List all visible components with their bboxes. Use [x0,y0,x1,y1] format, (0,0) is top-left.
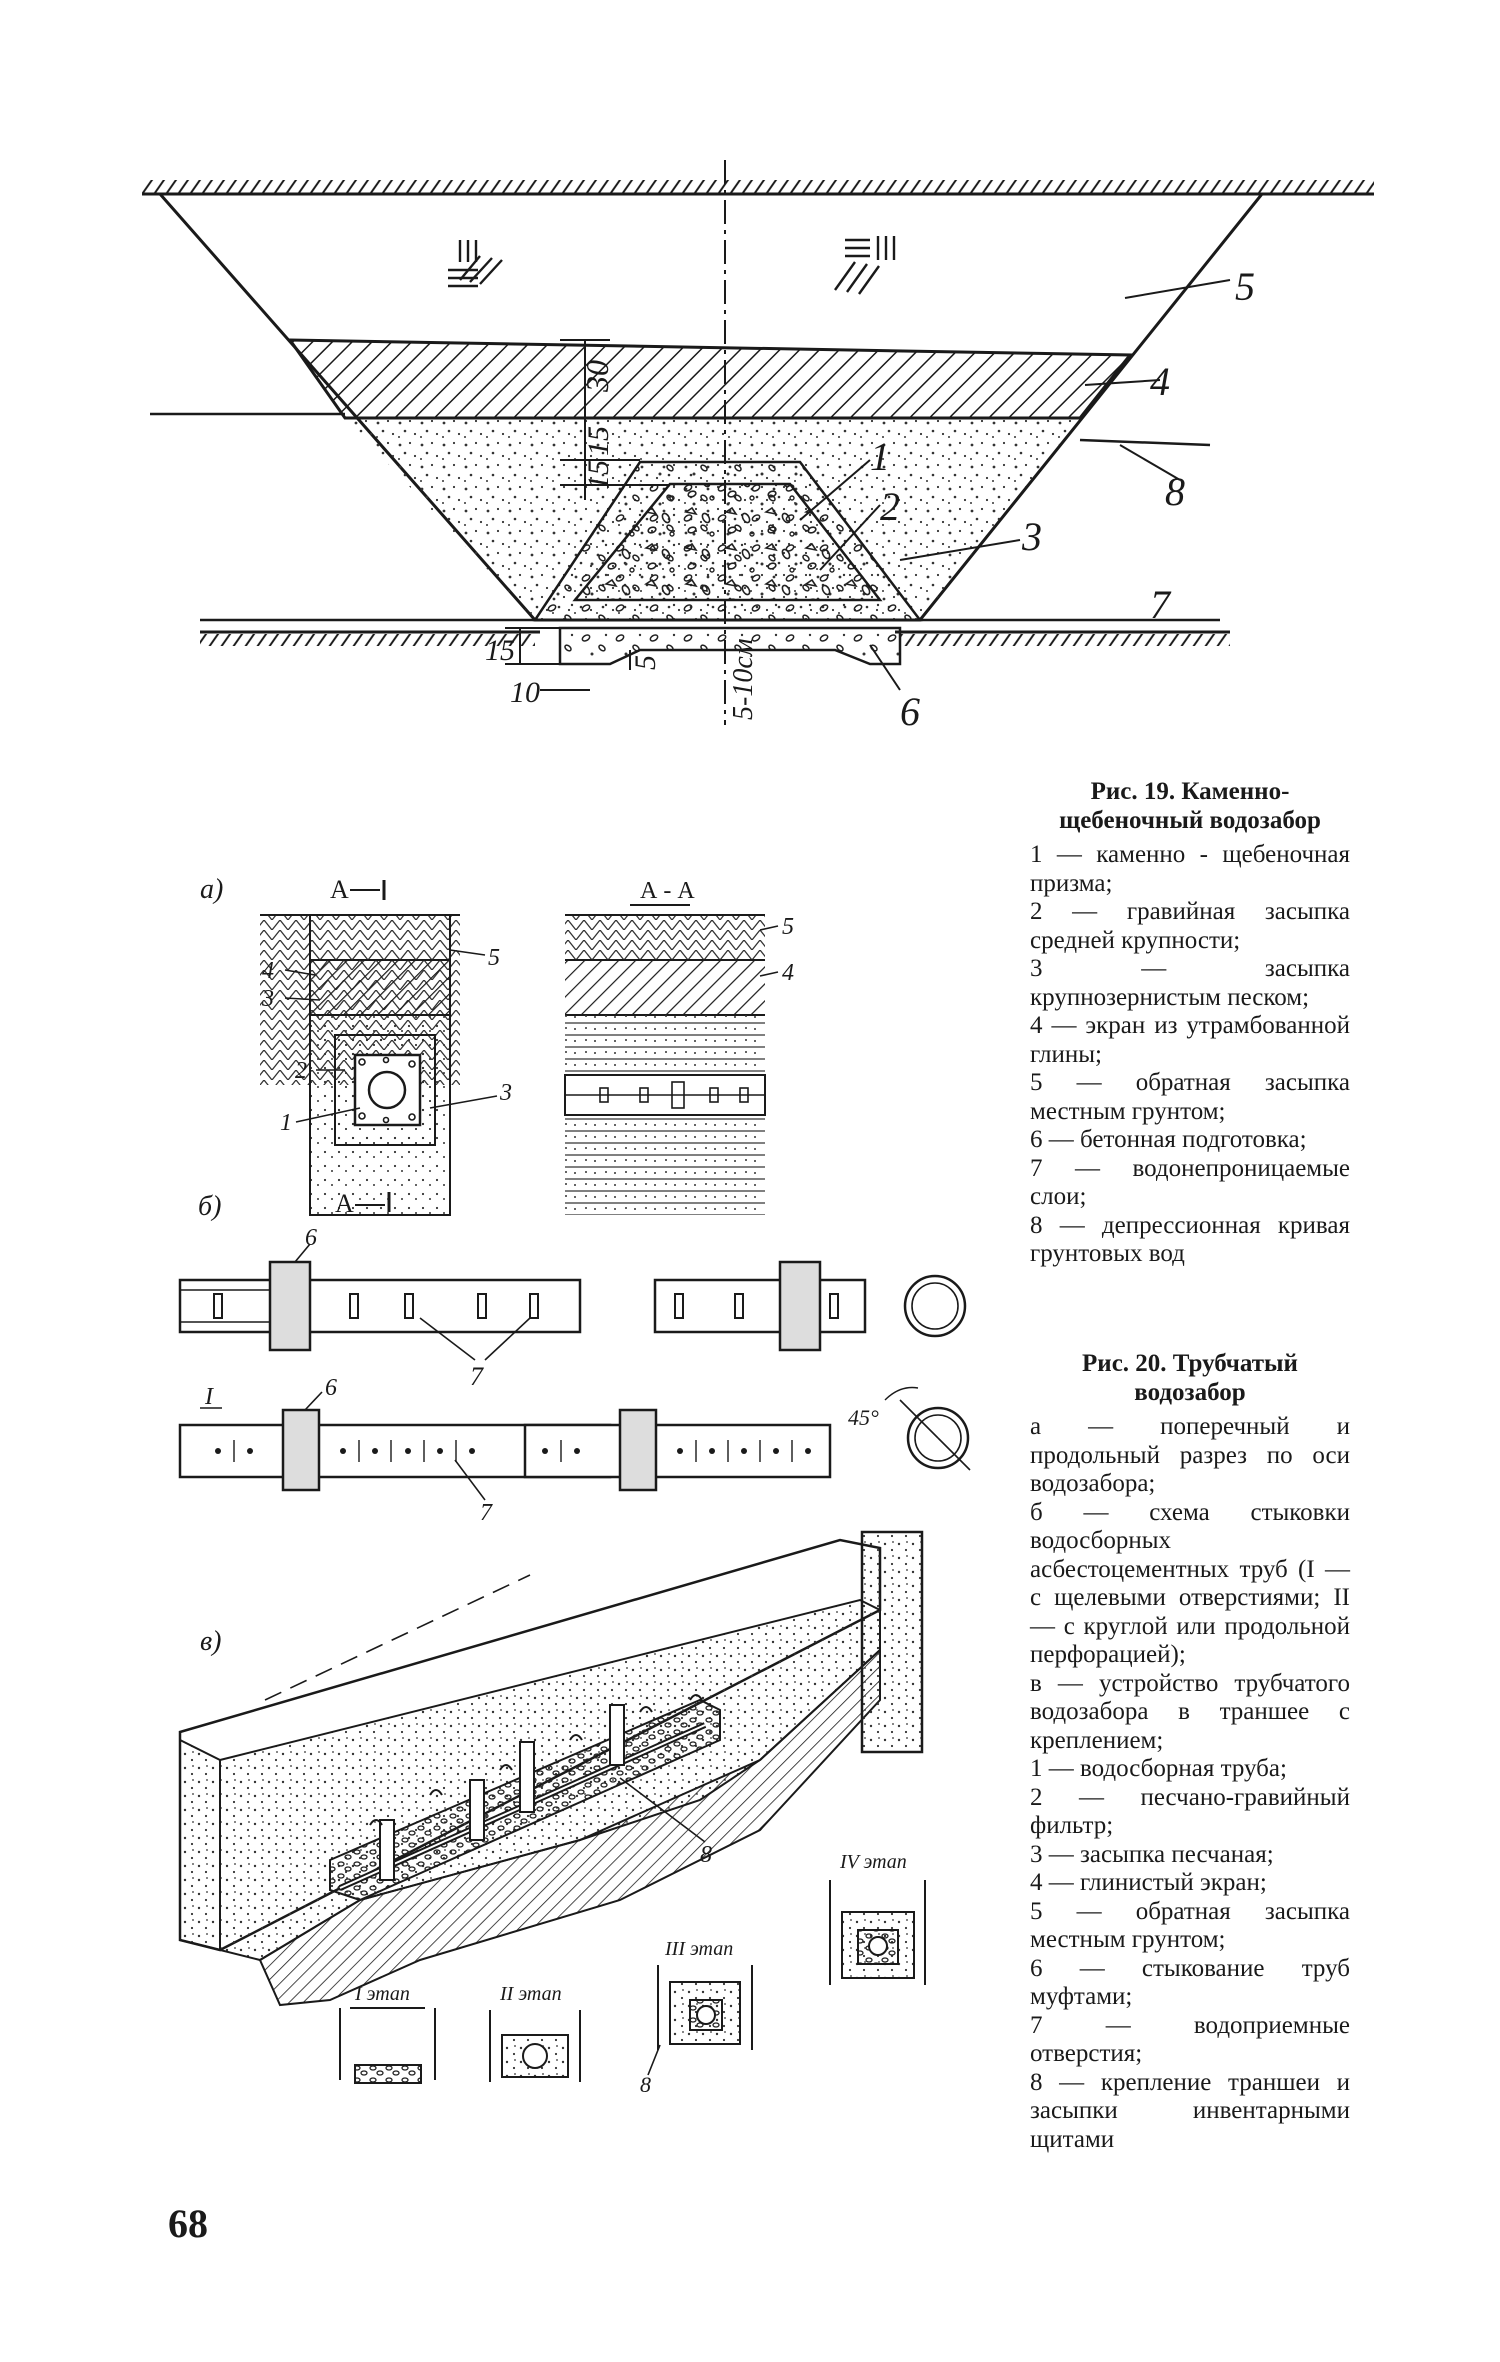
backfill-symbol-right [834,236,896,295]
stage-III-label: III этап [664,1938,733,1960]
a-label-3: 3 [261,986,274,1012]
stage-I [339,2007,436,2084]
label-8: 8 [1165,469,1185,514]
a-label-4-right: 4 [782,960,794,986]
fig20-caption-line: 8 — крепление траншеи и засыпки инвентар… [1030,2068,1350,2153]
fig20-caption-line: в — устройство трубчатого водозабора в т… [1030,1669,1350,1754]
label-3: 3 [1021,514,1042,559]
fig20-caption-title: Рис. 20. Трубчатый водозабор [1082,1350,1298,1406]
page-number: 68 [168,2201,208,2246]
ground-surface-hatch [142,180,1374,194]
panel-a-label: а) [200,874,223,905]
label-6: 6 [900,689,920,734]
fig20-caption-line: 7 — водоприемные отверстия; [1030,2011,1350,2068]
fig20-caption-line: 5 — обратная засыпка местным грунтом; [1030,1897,1350,1954]
a-label-3-right: 3 [499,1080,512,1106]
a-label-4: 4 [262,958,274,984]
fig19-caption-line: 5 — обратная засыпка местным грунтом; [1030,1069,1350,1125]
b-label-6-top: 6 [305,1225,317,1251]
stage-IV [829,1880,926,1985]
stage-I-label: I этап [354,1983,410,2005]
fig19-caption-line: 7 — водонепроницаемые слои; [1030,1154,1350,1211]
fig19-caption-title: Рис. 19. Каменно-щебеночный водозабор [1059,778,1321,834]
fig20-caption-line: 1 — водосборная труба; [1030,1755,1287,1782]
a-label-5-right: 5 [782,914,794,940]
a-label-2: 2 [295,1058,307,1084]
fig19-cross-section: 5 4 8 3 2 1 7 6 30 15 15 15 10 5 5-10см [142,160,1374,734]
section-mark-top: А [330,875,349,904]
v-label-8-stage: 8 [640,2072,651,2097]
a-label-5: 5 [488,945,500,971]
dim-5-10cm: 5-10см [728,638,759,720]
fig20-caption-line: б — схема стыковки водосборных асбестоце… [1030,1498,1350,1669]
panel-v-label: в) [200,1626,221,1657]
fig19-caption-line: 4 — экран из утрамбованной глины; [1030,1012,1350,1068]
stage-III [657,1965,753,2050]
pipe-row-II [178,1408,832,1492]
rock-prism [572,482,883,602]
a-label-1: 1 [280,1110,292,1136]
fig20-caption-line: а — поперечный и продольный разрез по ос… [1030,1413,1350,1497]
stage-II-label: II этап [499,1983,562,2005]
fig20-panel-v: в) 8 I этап II этап III этап 8 [178,1530,926,2097]
roman-I: I [204,1384,214,1410]
dim-15-b: 15 [582,460,615,490]
fig20-caption-line: 4 — глинистый экран; [1030,1869,1267,1896]
fig19-caption: Рис. 19. Каменно-щебеночный водозабор 1 … [1030,778,1350,1269]
stage-II [489,2010,581,2082]
clay-screen-layer [287,338,1134,420]
v-label-8-main: 8 [700,1842,712,1868]
backfill-symbol-left [448,240,503,288]
b-label-7-bottom: 7 [480,1500,493,1520]
label-1: 1 [870,434,890,479]
fig19-caption-line: 6 — бетонная подготовка; [1030,1126,1307,1153]
concrete-base [558,626,902,666]
fig20-panel-a: а) А 5 4 3 2 1 3 А - А 5 [200,874,794,1218]
angle-45: 45° [848,1405,879,1430]
dim-30: 30 [579,360,615,393]
fig19-caption-line: 2 — гравийная засыпка средней крупности; [1030,898,1350,954]
fig20-caption-line: 6 — стыкование труб муфтами; [1030,1954,1350,2011]
b-label-7-top: 7 [470,1362,484,1391]
dim-10: 10 [510,676,540,709]
fig19-caption-line: 3 — засыпка крупнозернистым песком; [1030,955,1350,1011]
fig20-caption: Рис. 20. Трубчатый водозабор а — попереч… [1030,1350,1350,2154]
dim-15-a: 15 [582,426,615,456]
dim-5: 5 [629,655,662,670]
label-7: 7 [1150,582,1172,627]
label-2: 2 [880,484,900,529]
fig19-caption-line: 1 — каменно - щебеночная призма; [1030,841,1350,897]
section-mark-bottom: А [335,1189,354,1218]
fig19-caption-line: 8 — депрессионная кривая грунтовых вод [1030,1211,1350,1268]
section-title: А - А [640,878,695,904]
panel-b-label: б) [198,1191,221,1222]
pipe-row-I [178,1260,867,1352]
fig20-panel-b: б) 6 7 I [178,1191,971,1520]
label-4: 4 [1150,359,1170,404]
dim-15-c: 15 [485,634,515,667]
stage-IV-label: IV этап [839,1851,907,1873]
fig20-caption-line: 3 — засыпка песчаная; [1030,1840,1274,1868]
b-label-6-bottom: 6 [325,1375,337,1401]
label-5: 5 [1235,264,1255,309]
fig20-caption-line: 2 — песчано-гравийный фильтр; [1030,1783,1350,1840]
